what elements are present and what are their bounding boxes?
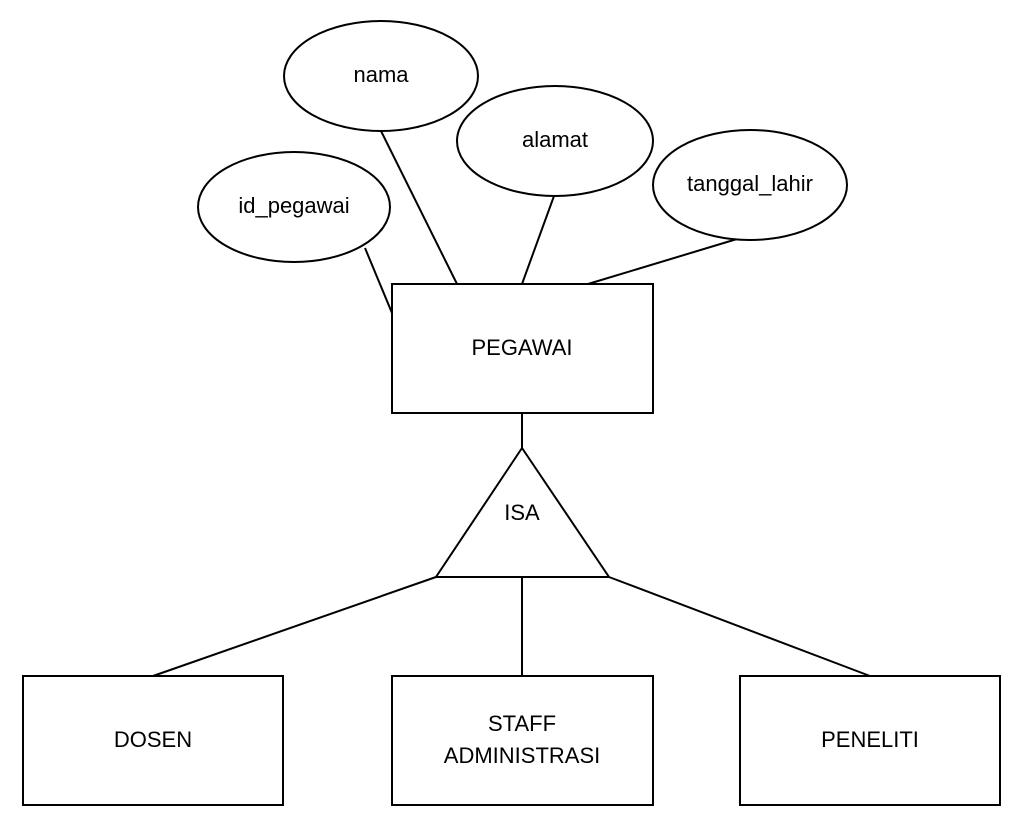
entity-label-line2: ADMINISTRASI bbox=[444, 743, 600, 768]
edge-isa-peneliti bbox=[608, 576, 871, 677]
entity-label: DOSEN bbox=[114, 727, 192, 752]
isa-label: ISA bbox=[504, 500, 540, 525]
edge-nama bbox=[380, 130, 458, 285]
edge-alamat bbox=[521, 195, 555, 285]
attribute-label: tanggal_lahir bbox=[687, 171, 813, 196]
entity-staff-administrasi: STAFF ADMINISTRASI bbox=[391, 675, 654, 806]
edge-isa-dosen bbox=[152, 576, 437, 677]
attribute-id-pegawai: id_pegawai bbox=[197, 151, 391, 263]
isa-triangle: ISA bbox=[434, 446, 611, 578]
edge-tanggal-lahir bbox=[587, 238, 738, 285]
attribute-label: id_pegawai bbox=[238, 193, 349, 218]
attribute-label: nama bbox=[353, 62, 409, 87]
entity-label: PEGAWAI bbox=[471, 335, 572, 360]
attribute-alamat: alamat bbox=[456, 85, 654, 197]
entity-pegawai: PEGAWAI bbox=[391, 283, 654, 414]
entity-label-line1: STAFF bbox=[488, 711, 556, 736]
attribute-label: alamat bbox=[522, 127, 588, 152]
attribute-tanggal-lahir: tanggal_lahir bbox=[652, 129, 848, 241]
entity-label: PENELITI bbox=[821, 727, 919, 752]
entity-peneliti: PENELITI bbox=[739, 675, 1001, 806]
edge-id-pegawai bbox=[364, 247, 393, 314]
attribute-nama: nama bbox=[283, 20, 479, 132]
entity-dosen: DOSEN bbox=[22, 675, 284, 806]
